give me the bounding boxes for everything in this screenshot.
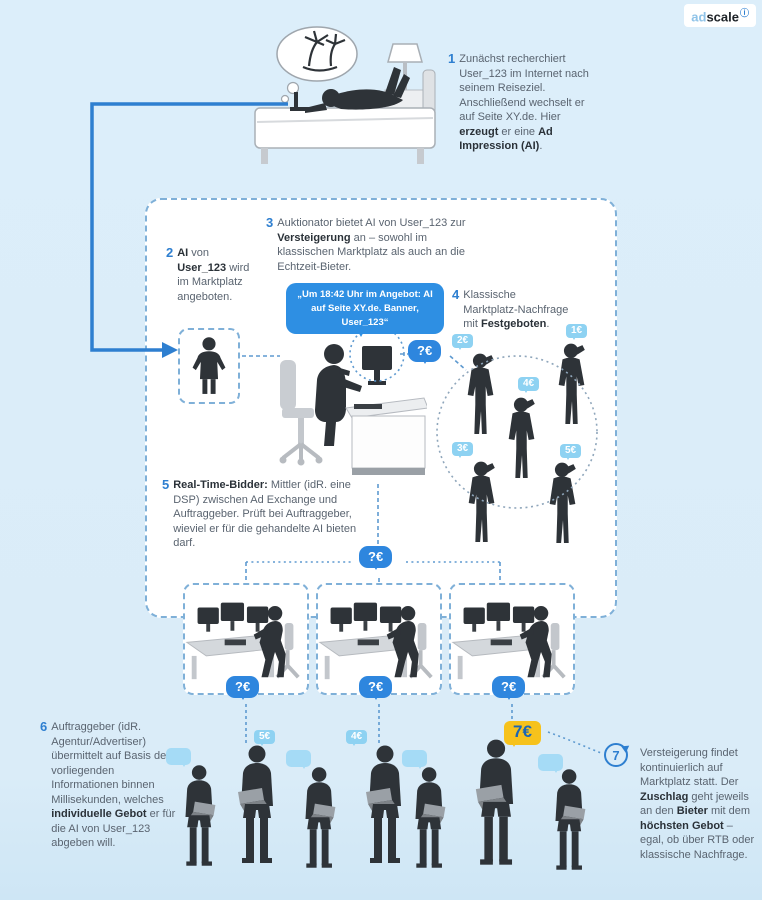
step-4-number: 4 — [452, 287, 460, 302]
step-2-number: 2 — [166, 245, 174, 260]
step-1-number: 1 — [448, 51, 456, 66]
step-6-text: Auftraggeber (idR. Agentur/Advertiser) ü… — [51, 721, 176, 850]
step-6: 6 Auftraggeber (idR. Agentur/Advertiser)… — [40, 719, 176, 851]
advertiser-person-6 — [465, 738, 525, 870]
step-4: 4 Klassische Marktplatz-Nachfrage mit Fe… — [452, 287, 570, 332]
user-on-bed-scene — [254, 26, 436, 164]
step-7: Versteigerung findet kontinuierlich auf … — [640, 746, 758, 862]
classic-bidder-5 — [544, 461, 582, 547]
price-tag-1eur: 1€ — [566, 324, 588, 340]
ask-bubble-rtb-1: ?€ — [226, 676, 260, 700]
step-3-number: 3 — [266, 215, 274, 230]
adscale-logo: adscaleⓘ — [684, 4, 756, 28]
price-tag-2eur: 2€ — [452, 334, 474, 350]
step-1: 1 Zunächst recherchiert User_123 im Inte… — [448, 51, 600, 154]
advertiser-person-1 — [176, 764, 224, 870]
classic-bidder-3 — [503, 396, 541, 482]
winning-bid-7eur: 7€ — [504, 721, 541, 747]
logo-text-ad: ad — [691, 9, 707, 25]
auctioneer-scene — [279, 344, 427, 475]
price-tag-5eur: 5€ — [560, 444, 582, 460]
step-2-text: AI von User_123 wird im Marktplatz angeb… — [177, 247, 250, 303]
bed — [254, 69, 436, 164]
ask-bubble-rtb-2: ?€ — [359, 676, 393, 700]
step-5: 5 Real-Time-Bidder: Mittler (idR. eine D… — [162, 477, 380, 551]
rtb-workstation-3 — [448, 592, 574, 684]
classic-bidder-4 — [463, 460, 501, 546]
rtb-workstation-2 — [315, 592, 441, 684]
step-5-number: 5 — [162, 477, 170, 492]
agency-bid-5eur: 5€ — [254, 730, 276, 746]
step-3-text: Auktionator bietet AI von User_123 zur V… — [277, 217, 466, 273]
ad-impression-person — [186, 334, 232, 398]
speech-bubble-empty-1 — [166, 748, 191, 767]
speech-bubble-empty-2 — [286, 750, 311, 769]
speech-bubble-empty-4 — [538, 754, 563, 773]
logo-text-scale: scale — [706, 9, 739, 25]
ask-bubble-auctioneer: ?€ — [408, 340, 442, 364]
rtb-workstation-1 — [182, 592, 308, 684]
step-2: 2 AI von User_123 wird im Marktplatz ang… — [166, 245, 252, 304]
step-7-text: Versteigerung findet kontinuierlich auf … — [640, 747, 755, 861]
ask-bubble-rtb-3: ?€ — [492, 676, 526, 700]
price-tag-3eur: 3€ — [452, 442, 474, 458]
step-5-text: Real-Time-Bidder: Mittler (idR. eine DSP… — [173, 479, 357, 550]
step-1-text: Zunächst recherchiert User_123 im Intern… — [459, 53, 589, 153]
advertiser-person-5 — [406, 766, 454, 872]
step-6-number: 6 — [40, 719, 48, 734]
classic-bidder-2 — [553, 342, 591, 428]
office-chair — [279, 360, 323, 466]
thought-bubble — [276, 26, 358, 104]
step-4-text: Klassische Marktplatz-Nachfrage mit Fest… — [463, 289, 569, 331]
advertiser-person-3 — [296, 766, 344, 872]
agency-bid-4eur: 4€ — [346, 730, 368, 746]
classic-bidder-1 — [462, 352, 500, 438]
info-icon: ⓘ — [739, 8, 749, 18]
speech-bubble-empty-3 — [402, 750, 427, 769]
advertiser-person-7 — [546, 768, 594, 874]
ask-bubble-exchange: ?€ — [359, 546, 393, 570]
step-3: 3 Auktionator bietet AI von User_123 zur… — [266, 215, 478, 274]
step-7-cycle-icon: 7 — [602, 740, 635, 771]
laptop-icon — [290, 92, 312, 111]
auctioneer-silhouette — [315, 344, 362, 446]
auction-desk — [345, 346, 427, 475]
auction-announcement-bubble: „Um 18:42 Uhr im Angebot: AI auf Seite X… — [286, 283, 444, 338]
price-tag-4eur: 4€ — [518, 377, 540, 393]
step-7-number: 7 — [604, 743, 628, 767]
user-silhouette — [305, 67, 410, 113]
palm-icon — [302, 30, 346, 72]
advertiser-person-2 — [228, 744, 284, 868]
